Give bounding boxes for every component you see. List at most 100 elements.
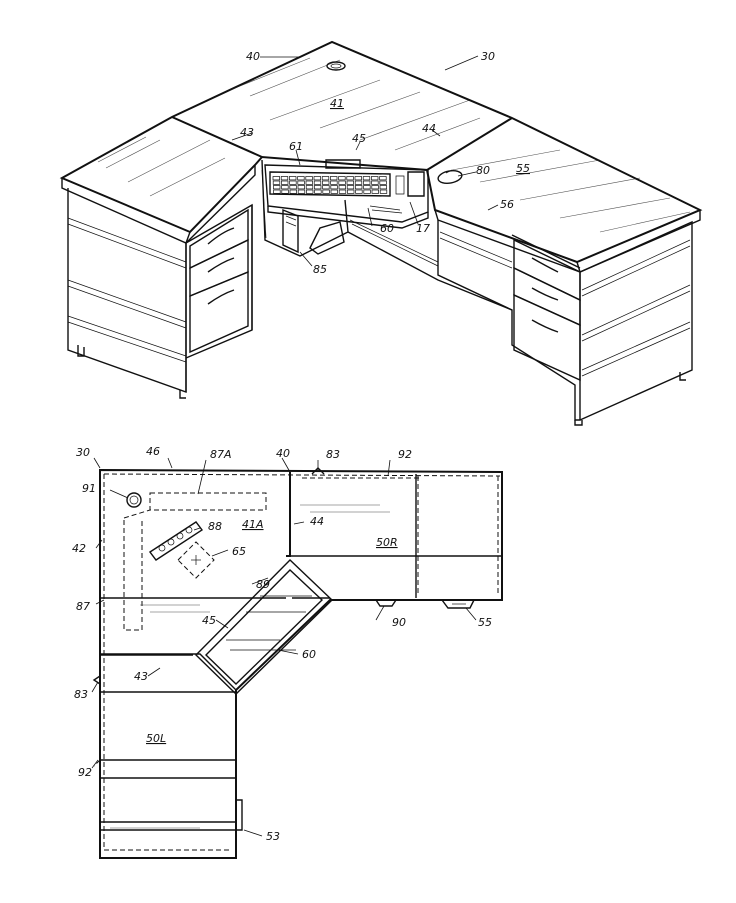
keyboard-key [330, 180, 338, 185]
keyboard-key [314, 189, 322, 194]
keyboard-key [363, 185, 371, 190]
keyboard-key [346, 176, 354, 181]
keyboard-key [362, 176, 371, 181]
keyboard-key [281, 185, 289, 190]
keyboard-key [379, 189, 388, 194]
keyboard-key [338, 185, 346, 190]
keyboard-key [363, 189, 371, 194]
label-87: 87 [76, 600, 90, 613]
keyboard-key [371, 176, 379, 181]
label-89: 89 [256, 578, 270, 591]
label-92-left: 92 [78, 766, 92, 779]
label-87A: 87A [210, 448, 232, 461]
keyboard-key [379, 180, 387, 185]
keyboard-key [321, 176, 330, 181]
keyboard-key [280, 176, 289, 181]
label-41A: 41A [242, 518, 264, 531]
label-92-right: 92 [398, 448, 412, 461]
keyboard-key [346, 185, 355, 190]
keyboard-key [297, 180, 305, 185]
keyboard-key [289, 185, 297, 190]
keyboard-key [273, 189, 281, 194]
keyboard-key [363, 180, 371, 185]
keyboard-key [313, 180, 322, 185]
keyboard-key [313, 176, 321, 181]
label-44-plan: 44 [310, 515, 324, 528]
keyboard-key [289, 176, 297, 181]
label-46: 46 [146, 445, 160, 458]
keyboard-key [371, 180, 379, 185]
keyboard-key [338, 189, 347, 194]
keyboard-key [289, 180, 297, 185]
keyboard-key [355, 185, 363, 190]
keyboard-key [281, 180, 289, 185]
keyboard-key [379, 176, 387, 181]
keyboard-key [273, 185, 281, 190]
keyboard-key [306, 189, 314, 194]
label-41: 41 [330, 97, 344, 110]
keyboard-key [297, 176, 305, 181]
keyboard-tray [264, 159, 429, 229]
label-45-plan: 45 [202, 614, 216, 627]
label-40-top: 40 [246, 50, 260, 63]
label-42: 42 [72, 542, 86, 555]
keyboard-key [354, 180, 363, 185]
keyboard-key [297, 189, 306, 194]
plan-leaders [91, 457, 477, 837]
right-pedestal [437, 220, 693, 426]
label-90: 90 [392, 616, 406, 629]
perspective-leaders [231, 55, 499, 267]
label-55-top: 55 [516, 162, 530, 175]
label-30-plan: 30 [76, 446, 90, 459]
keyboard-key [338, 180, 346, 185]
label-88: 88 [208, 520, 222, 533]
keyboard-key [281, 189, 289, 194]
desktop-surface [59, 40, 703, 273]
keyboard-key [330, 176, 338, 181]
label-83-right: 83 [326, 448, 340, 461]
keyboard-key [272, 176, 280, 181]
label-55-plan: 55 [478, 616, 492, 629]
label-56: 56 [500, 198, 514, 211]
keyboard-key [371, 189, 379, 194]
plan-view [92, 467, 503, 859]
keyboard-key [346, 180, 354, 185]
keyboard-key [305, 176, 313, 181]
keyboard-key [355, 189, 363, 194]
keyboard-key [338, 176, 346, 181]
label-44-top: 44 [422, 122, 436, 135]
keyboard-key [354, 176, 362, 181]
keyboard-key [347, 189, 355, 194]
label-40-plan: 40 [276, 447, 290, 460]
label-17: 17 [416, 222, 430, 235]
label-30-top: 30 [481, 50, 495, 63]
keyboard-key [322, 180, 330, 185]
keyboard-key [305, 180, 313, 185]
label-80: 80 [476, 164, 490, 177]
keyboard-keys [272, 176, 388, 194]
perspective-view [59, 40, 703, 426]
label-65: 65 [232, 545, 246, 558]
keyboard-key [371, 185, 379, 190]
keyboard-key [330, 189, 338, 194]
label-43-top: 43 [240, 126, 254, 139]
keyboard-key [272, 180, 281, 185]
label-45-top: 45 [352, 132, 366, 145]
keyboard-key [297, 185, 305, 190]
left-pedestal [67, 188, 253, 399]
keyboard-key [305, 185, 314, 190]
label-53: 53 [266, 830, 280, 843]
label-61: 61 [289, 140, 303, 153]
keyboard-key [322, 189, 330, 194]
label-43-plan: 43 [134, 670, 148, 683]
label-85: 85 [313, 263, 327, 276]
label-50L: 50L [146, 732, 166, 745]
keyboard-key [330, 185, 338, 190]
keyboard-key [379, 185, 387, 190]
label-91: 91 [82, 482, 96, 495]
label-83-left: 83 [74, 688, 88, 701]
keyboard-key [314, 185, 322, 190]
label-60-top: 60 [380, 222, 394, 235]
keyboard-key [289, 189, 297, 194]
